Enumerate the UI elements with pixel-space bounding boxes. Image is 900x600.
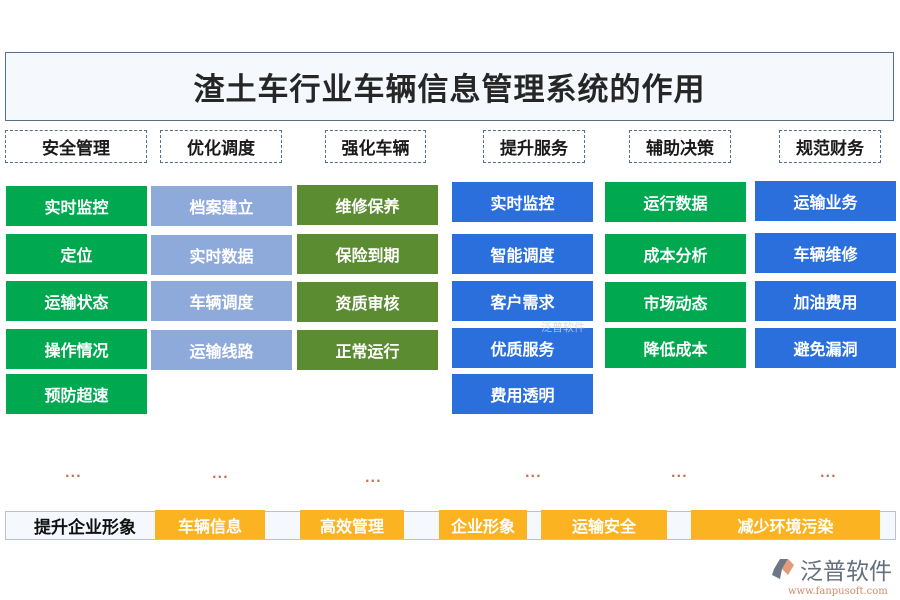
- item-box: 市场动态: [605, 282, 746, 322]
- item-box: 预防超速: [6, 374, 147, 414]
- category-header-service: 提升服务: [483, 130, 585, 163]
- category-header-finance: 规范财务: [779, 130, 881, 163]
- more-dots: ...: [820, 466, 837, 480]
- item-box: 运输业务: [755, 181, 896, 221]
- item-box: 运输线路: [151, 330, 292, 370]
- item-box: 避免漏洞: [755, 328, 896, 368]
- bottom-label: 提升企业形象: [34, 518, 136, 538]
- item-box: 费用透明: [452, 374, 593, 414]
- item-box: 客户需求: [452, 281, 593, 321]
- title-banner: 渣土车行业车辆信息管理系统的作用: [5, 52, 894, 121]
- item-box: 运行数据: [605, 182, 746, 222]
- more-dots: ...: [671, 466, 688, 480]
- item-box: 加油费用: [755, 281, 896, 321]
- item-box: 实时数据: [151, 235, 292, 275]
- item-box: 维修保养: [297, 185, 438, 225]
- item-box: 降低成本: [605, 328, 746, 368]
- logo-url: www.fanpusoft.com: [788, 586, 888, 597]
- fanpu-logo: 泛普软件 www.fanpusoft.com: [770, 552, 892, 597]
- item-box: 资质审核: [297, 282, 438, 322]
- item-box: 智能调度: [452, 234, 593, 274]
- category-header-safety: 安全管理: [5, 130, 147, 163]
- bottom-tag: 高效管理: [300, 510, 404, 539]
- watermark: 泛普软件: [541, 321, 585, 334]
- bottom-tag: 企业形象: [439, 510, 527, 539]
- bottom-tag: 运输安全: [541, 510, 667, 539]
- logo-name: 泛普软件: [800, 559, 892, 585]
- more-dots: ...: [65, 466, 82, 480]
- item-box: 实时监控: [6, 186, 147, 226]
- bottom-tag: 车辆信息: [155, 510, 265, 539]
- item-box: 优质服务: [452, 328, 593, 368]
- more-dots: ...: [212, 467, 229, 481]
- item-box: 操作情况: [6, 329, 147, 369]
- category-header-dispatch: 优化调度: [160, 130, 282, 163]
- item-box: 实时监控: [452, 182, 593, 222]
- bottom-tag: 减少环境污染: [691, 510, 880, 539]
- category-header-vehicle: 强化车辆: [325, 130, 426, 163]
- item-box: 运输状态: [6, 281, 147, 321]
- item-box: 车辆调度: [151, 281, 292, 321]
- item-box: 定位: [6, 234, 147, 274]
- page-title: 渣土车行业车辆信息管理系统的作用: [193, 72, 706, 108]
- item-box: 保险到期: [297, 234, 438, 274]
- item-box: 正常运行: [297, 330, 438, 370]
- item-box: 成本分析: [605, 234, 746, 274]
- item-box: 档案建立: [151, 186, 292, 226]
- fanpu-logo-icon: [772, 559, 794, 579]
- item-box: 车辆维修: [755, 233, 896, 273]
- category-header-decision: 辅助决策: [629, 130, 731, 163]
- more-dots: ...: [365, 471, 382, 485]
- more-dots: ...: [525, 466, 542, 480]
